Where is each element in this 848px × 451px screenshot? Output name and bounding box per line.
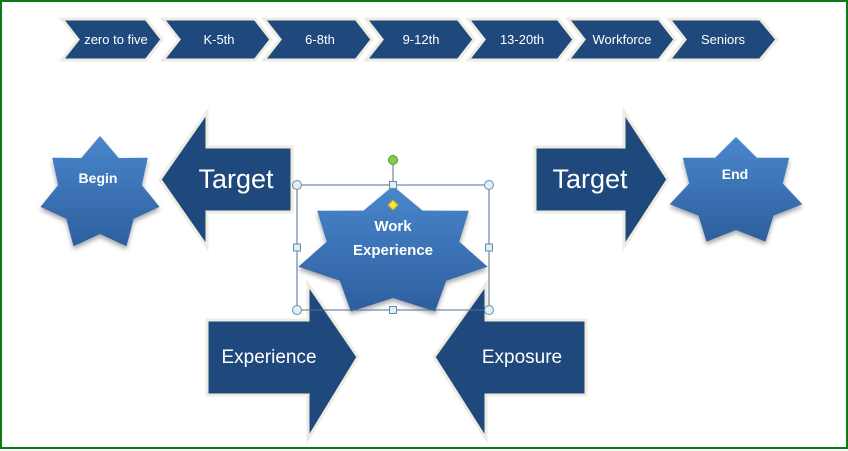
stage-chevron[interactable]: Seniors [665,17,779,62]
stage-label: 6-8th [305,32,335,47]
stage-label: Seniors [701,32,746,47]
stage-chevron[interactable]: 9-12th [362,17,476,62]
end-star[interactable]: End [669,137,803,242]
stage-label: K-5th [203,32,234,47]
stage-chevron[interactable]: K-5th [159,17,273,62]
right-target-arrow[interactable]: Target [533,106,670,253]
left-target-arrow-label: Target [198,164,274,194]
adjust-handle-diamond[interactable] [387,199,399,211]
resize-handle-bottom[interactable] [389,306,397,314]
resize-handle-top-right[interactable] [484,180,494,190]
work-experience-star-label-line2: Experience [353,242,433,259]
resize-handle-right[interactable] [485,243,493,252]
resize-handle-top[interactable] [389,181,397,189]
work-experience-star-label-line1: Work [374,218,412,235]
stage-label: 9-12th [403,32,440,47]
resize-handle-left[interactable] [293,243,301,252]
stage-chevron[interactable]: 13-20th [464,17,576,62]
end-star-label: End [722,166,748,182]
experience-arrow[interactable]: Experience [205,279,360,445]
rotate-handle[interactable] [388,155,398,165]
exposure-arrow[interactable]: Exposure [432,279,588,445]
right-target-arrow-label: Target [552,164,628,194]
experience-arrow-label: Experience [221,347,316,368]
resize-handle-bottom-left[interactable] [292,305,302,315]
resize-handle-bottom-right[interactable] [484,305,494,315]
stage-chevron[interactable]: 6-8th [260,17,374,62]
stage-label: Workforce [593,32,652,47]
stage-chevron[interactable]: Workforce [564,17,677,62]
begin-star-label: Begin [79,170,118,186]
stage-label: 13-20th [500,32,544,47]
resize-handle-top-left[interactable] [292,180,302,190]
stage-chevron[interactable]: zero to five [58,17,164,62]
work-experience-star[interactable]: Work Experience [298,186,488,312]
begin-star[interactable]: Begin [40,136,160,247]
stage-label: zero to five [84,32,148,47]
selection-frame [292,155,494,315]
stage-chevron-row: zero to five K-5th 6-8th 9-12th 13-20th … [58,17,779,62]
left-target-arrow[interactable]: Target [158,107,294,252]
exposure-arrow-label: Exposure [482,347,562,368]
